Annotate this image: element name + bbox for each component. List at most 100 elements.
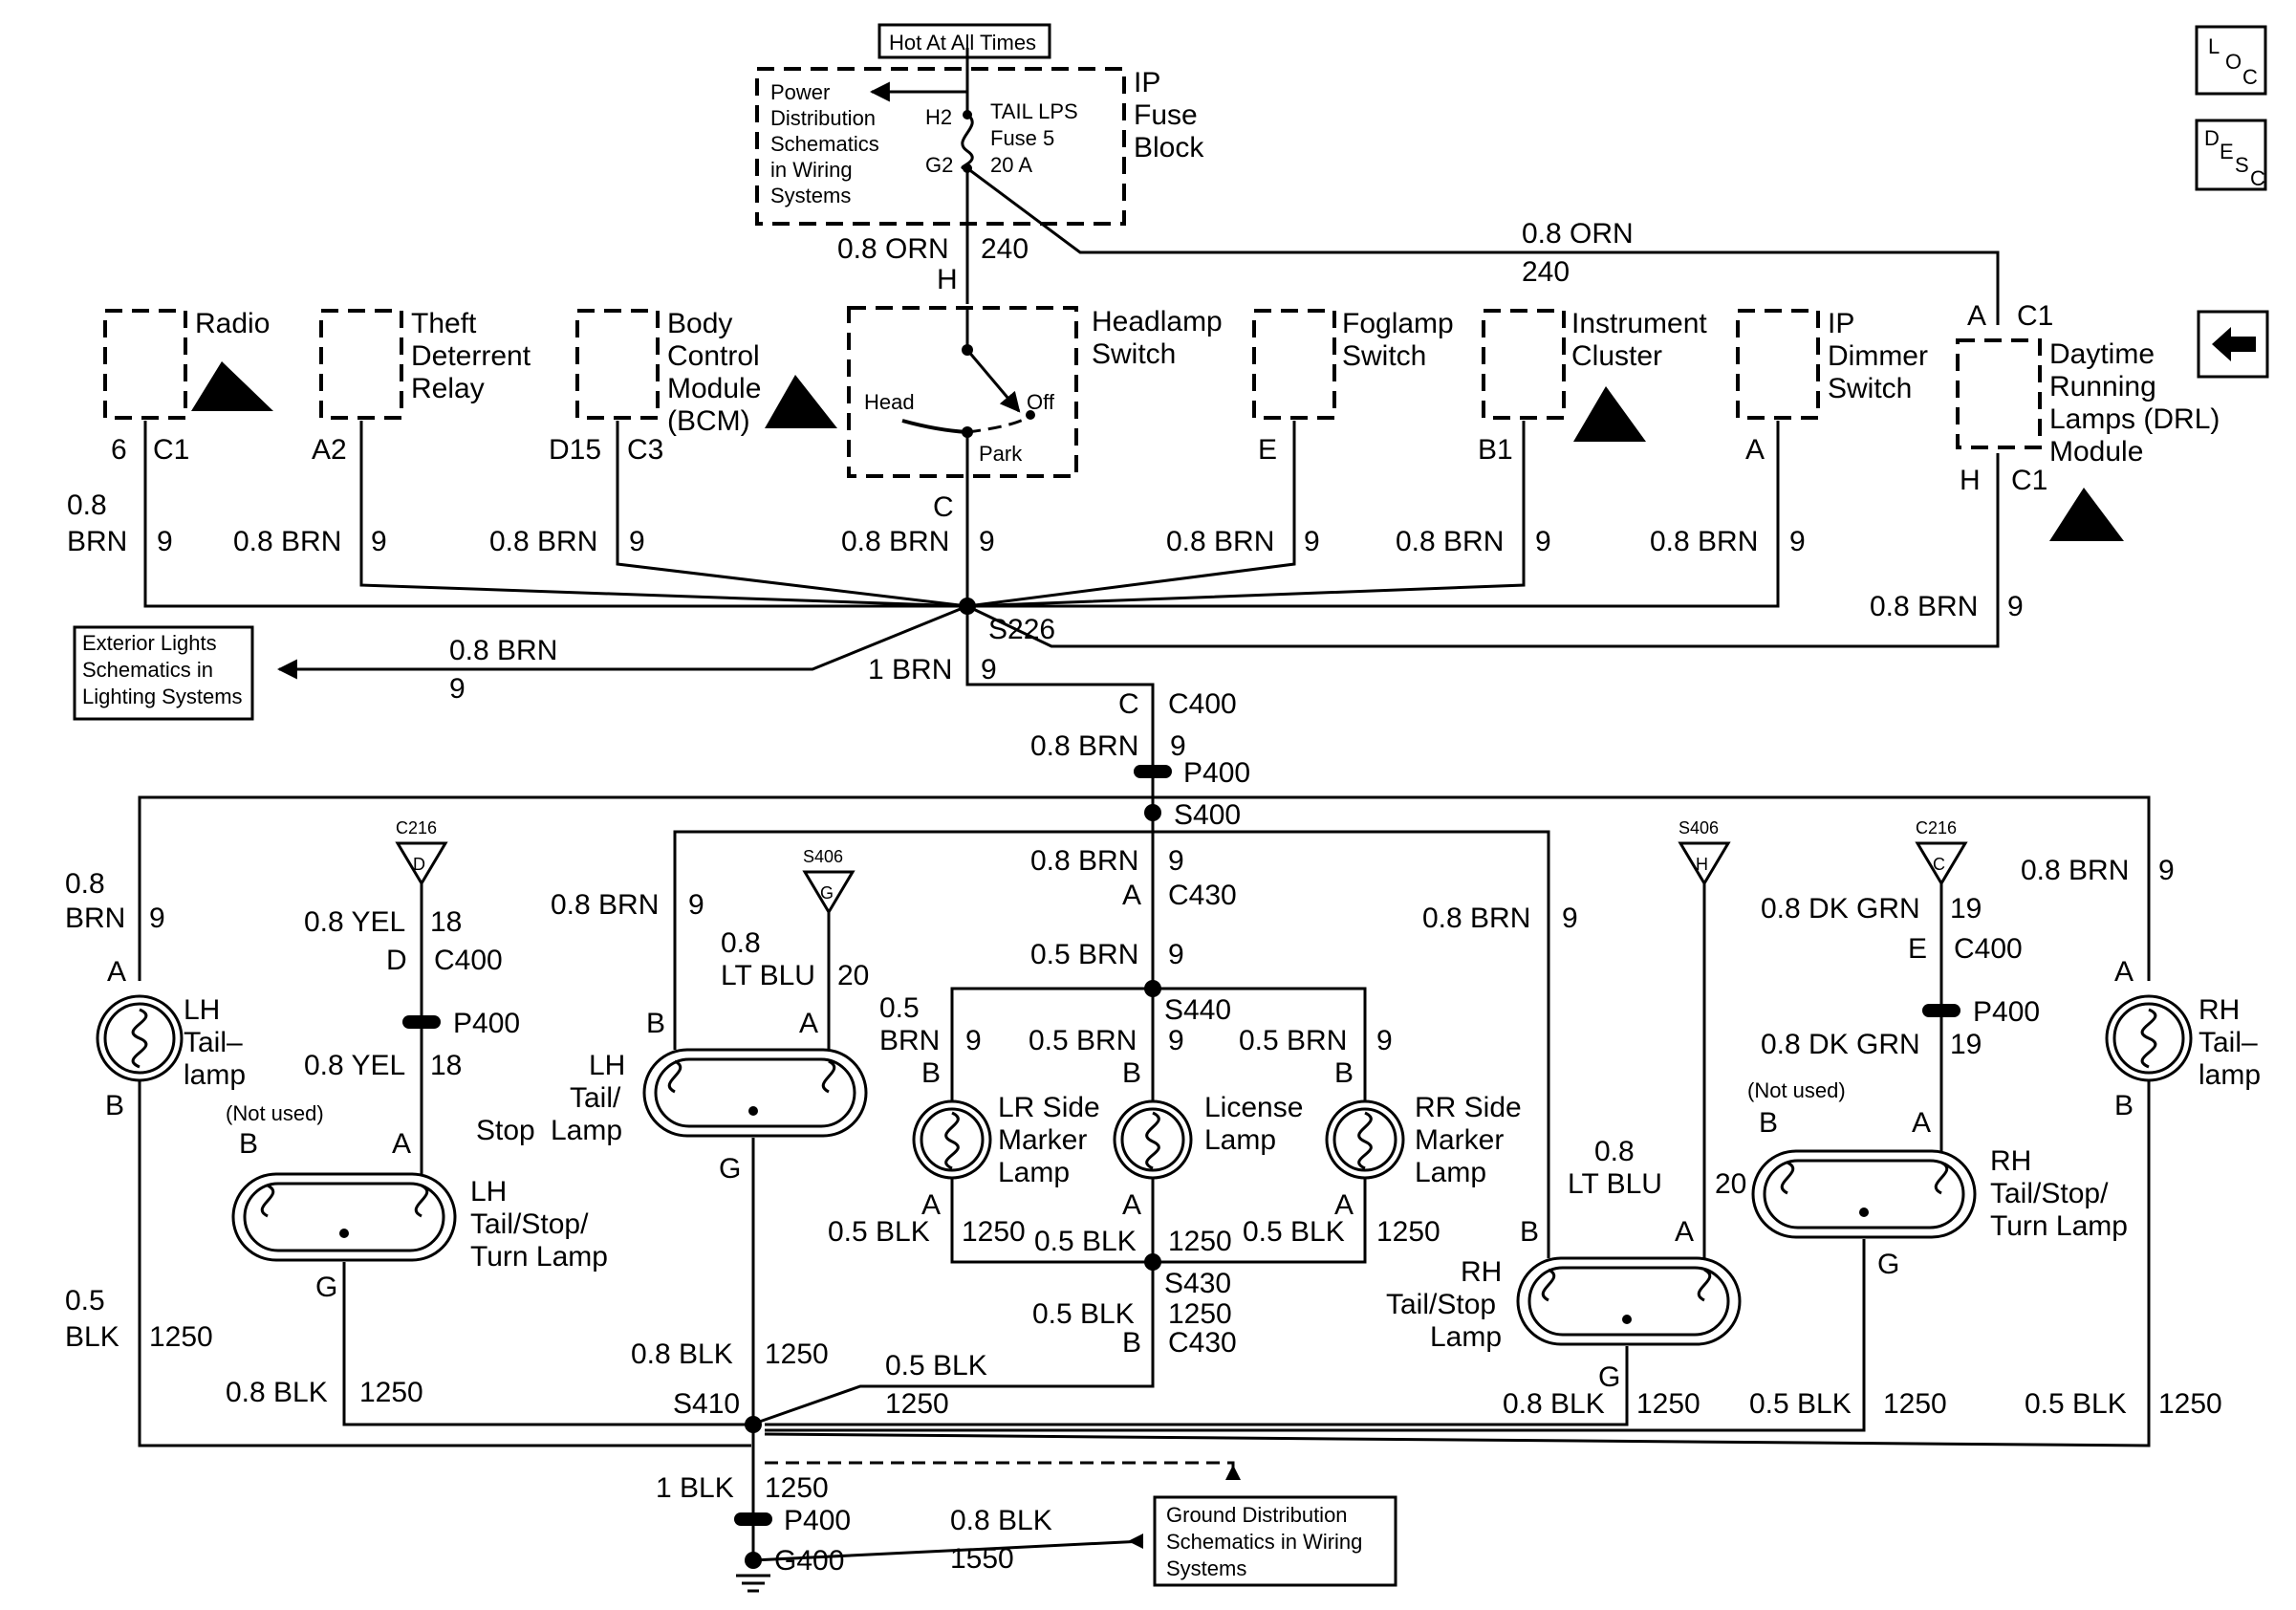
svg-text:(BCM): (BCM) <box>667 405 750 437</box>
wire-label: 0.5 BLK <box>2025 1388 2127 1420</box>
svg-text:LH: LH <box>470 1176 507 1208</box>
svg-text:Lamp: Lamp <box>551 1115 622 1146</box>
hot-at-all-times-label: Hot At All Times <box>877 23 1051 59</box>
wire-label: 1550 <box>950 1543 1014 1575</box>
back-arrow-icon[interactable] <box>2197 310 2269 379</box>
wire-label: 0.8 BRN <box>449 635 557 666</box>
brn-branches <box>143 421 2000 707</box>
svg-text:Schematics in: Schematics in <box>82 658 213 682</box>
svg-text:Schematics: Schematics <box>770 132 879 156</box>
svg-text:Systems: Systems <box>1166 1556 1246 1580</box>
rh-taillamp: A B RH Tail– lamp <box>2105 956 2261 1121</box>
esd-warning-icon <box>765 375 837 428</box>
svg-text:C1: C1 <box>153 434 189 466</box>
svg-text:RH: RH <box>2199 994 2240 1026</box>
wire-label: 0.8 BRN <box>233 526 341 557</box>
svg-text:Turn Lamp: Turn Lamp <box>470 1241 608 1273</box>
svg-text:Tail/Stop/: Tail/Stop/ <box>1990 1178 2109 1209</box>
svg-text:Cluster: Cluster <box>1571 340 1662 372</box>
svg-text:Turn Lamp: Turn Lamp <box>1990 1210 2128 1242</box>
wire-label: 18 <box>430 906 462 938</box>
svg-text:A: A <box>1745 434 1765 466</box>
svg-text:Marker: Marker <box>998 1124 1087 1156</box>
svg-text:9: 9 <box>1168 939 1184 970</box>
lr-side-marker-lamp: B A LR Side Marker Lamp <box>912 1057 1100 1221</box>
wire-label: P400 <box>784 1505 851 1536</box>
wire-label: BRN <box>67 526 127 557</box>
wire-label: 0.8 YEL <box>304 1050 405 1081</box>
wire-label: 1250 <box>1168 1298 1232 1330</box>
wire-label: 9 <box>1168 1025 1184 1056</box>
svg-text:Distribution: Distribution <box>770 106 876 130</box>
wire-label: 9 <box>1562 903 1578 934</box>
svg-text:Park: Park <box>979 442 1023 466</box>
svg-text:C400: C400 <box>1168 688 1237 720</box>
svg-text:TAIL LPS: TAIL LPS <box>990 99 1078 123</box>
wire-label: 20 <box>1715 1168 1746 1200</box>
wire-label: BRN <box>879 1025 940 1056</box>
svg-text:B: B <box>646 1008 665 1039</box>
svg-text:C: C <box>1118 688 1139 720</box>
wire-label: 9 <box>979 526 995 557</box>
svg-text:20 A: 20 A <box>990 153 1032 177</box>
svg-text:(Not used): (Not used) <box>1747 1078 1846 1102</box>
lh-tail-feed <box>138 795 1153 981</box>
wire-label: 0.8 BRN <box>1870 591 1978 622</box>
rh-tail-stop-lamp: B A G RH Tail/Stop Lamp <box>1386 1216 1742 1393</box>
svg-text:C1: C1 <box>2011 465 2047 496</box>
lh-tail-stop-lamp: B A G LH Tail/ Stop Lamp <box>476 1008 868 1185</box>
svg-text:Fuse 5: Fuse 5 <box>990 126 1054 150</box>
lh-taillamp: A B LH Tail– lamp <box>96 956 246 1121</box>
svg-text:B: B <box>2114 1090 2134 1121</box>
c216-d-ref: C216 D <box>395 818 448 886</box>
svg-text:Lamp: Lamp <box>1415 1157 1486 1188</box>
svg-text:Lamp: Lamp <box>1204 1124 1276 1156</box>
svg-text:A: A <box>2114 956 2134 988</box>
ground-dashed <box>765 1461 1235 1480</box>
wire-label: 1 BRN <box>868 654 952 685</box>
wire-label: 0.8 BRN <box>1650 526 1758 557</box>
svg-text:Tail/Stop: Tail/Stop <box>1386 1289 1496 1320</box>
loc-icon[interactable]: L O C <box>2195 25 2267 96</box>
body-control-module: Body Control Module (BCM) D15 C3 <box>549 308 837 466</box>
svg-text:Body: Body <box>667 308 732 339</box>
svg-text:H: H <box>1696 855 1708 874</box>
esd-warning-icon <box>191 361 273 411</box>
svg-text:B: B <box>239 1128 258 1160</box>
svg-text:A: A <box>921 1189 941 1221</box>
ground-symbol-icon <box>736 1574 770 1593</box>
svg-text:G2: G2 <box>925 153 953 177</box>
svg-text:B: B <box>921 1057 941 1089</box>
svg-text:E: E <box>1258 434 1277 466</box>
wire-label: 1250 <box>149 1321 213 1353</box>
svg-text:Head: Head <box>864 390 915 414</box>
lh-tail-stop-turn-lamp: (Not used) B A G LH Tail/Stop/ Turn Lamp <box>226 1101 608 1303</box>
wire-label: 0.8 DK GRN <box>1761 893 1920 925</box>
ground-distribution-ref: Ground Distribution Schematics in Wiring… <box>1153 1495 1397 1587</box>
wire-label: 9 <box>371 526 387 557</box>
svg-text:D: D <box>2204 126 2220 150</box>
wire-label: 0.5 BLK <box>1034 1226 1137 1257</box>
svg-text:A: A <box>1122 880 1141 911</box>
feed-wire-circuit: 240 <box>981 233 1029 265</box>
wire-label: 1250 <box>1376 1216 1440 1248</box>
svg-text:A: A <box>1967 300 1986 332</box>
wire-label: 0.5 BRN <box>1239 1025 1347 1056</box>
svg-text:B: B <box>1122 1057 1141 1089</box>
desc-icon[interactable]: D E S C <box>2195 119 2267 191</box>
theft-deterrent-relay: Theft Deterrent Relay A2 <box>312 308 531 466</box>
svg-text:LR Side: LR Side <box>998 1092 1100 1123</box>
svg-text:Radio: Radio <box>195 308 270 339</box>
svg-text:G: G <box>1877 1249 1899 1280</box>
svg-text:Dimmer: Dimmer <box>1828 340 1928 372</box>
svg-text:Lighting Systems: Lighting Systems <box>82 685 243 708</box>
wire-label: 9 <box>965 1025 982 1056</box>
wire-label: 20 <box>837 960 869 991</box>
splice-s226: S226 <box>988 614 1055 645</box>
wire-label: 0.8 BLK <box>631 1338 733 1370</box>
svg-text:G: G <box>315 1272 337 1303</box>
svg-text:C: C <box>1933 855 1945 874</box>
wire-label: 0.8 BRN <box>1422 903 1530 934</box>
c400-p400-s400: C C400 0.8 BRN 9 P400 S400 0.8 BRN 9 A C… <box>1030 688 1250 1026</box>
svg-text:Module: Module <box>2049 436 2143 468</box>
